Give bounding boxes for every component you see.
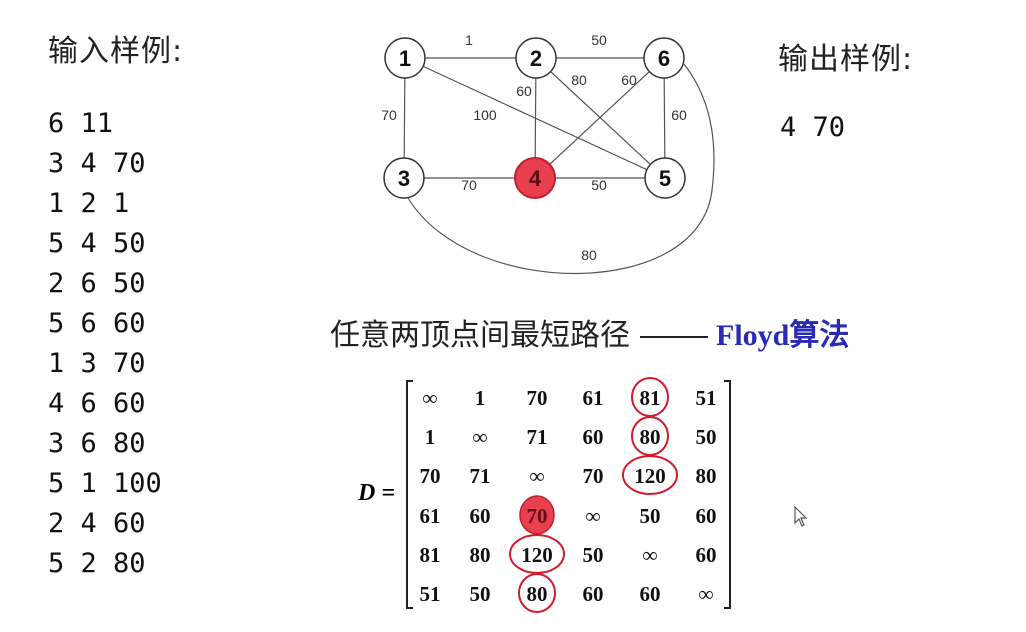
node-circle-3 [383,157,425,199]
matrix-cell: 80 [470,543,491,567]
edge-weight-2-6: 50 [591,32,607,48]
edge-weight-3-4: 70 [461,177,477,193]
matrix-cell: 61 [583,386,604,410]
node-circle-5 [644,157,686,199]
input-line: 3 4 70 [48,148,146,179]
matrix-highlight-circle [518,573,556,613]
matrix-cell: ∞ [423,386,438,410]
edge-weight-2-5: 80 [571,72,587,88]
input-line: 4 6 60 [48,388,146,419]
input-sample-lines: 6 11 3 4 70 1 2 1 5 4 50 2 6 50 5 6 60 1… [48,104,162,584]
node-circle-2 [515,37,557,79]
edge-weight-6-4: 60 [621,72,637,88]
input-sample-title: 输入样例: [48,34,184,69]
node-label-3: 3 [398,166,410,191]
node-6: 6 [643,37,685,79]
subtitle-text: 任意两顶点间最短路径 [330,318,630,353]
matrix-cell: 60 [583,425,604,449]
matrix-left-bracket [406,380,413,609]
graph-nodes: 1 2 6 3 4 5 [383,37,686,199]
input-line: 2 6 50 [48,268,146,299]
output-sample-title: 输出样例: [778,42,914,77]
edge-weight-6-5: 60 [671,107,687,123]
matrix-cell: 50 [583,543,604,567]
graph-edges [403,57,715,275]
algorithm-name: Floyd算法 [716,319,850,352]
matrix-cell: 50 [640,504,661,528]
input-line: 1 2 1 [48,188,130,219]
input-line: 3 6 80 [48,428,146,459]
matrix-cell: 51 [696,386,717,410]
edge-weight-3-6: 80 [581,247,597,263]
input-line: 5 2 80 [48,548,146,579]
output-sample-value: 4 70 [780,112,846,143]
input-line: 1 3 70 [48,348,146,379]
matrix-cell: 50 [470,582,491,606]
edge-weight-1-2: 1 [465,32,473,48]
edge-2-5 [535,57,666,179]
edge-6-4 [534,57,665,179]
input-line: 5 6 60 [48,308,146,339]
matrix-cell: 81 [640,386,661,410]
matrix-label: D = [358,480,396,506]
input-line: 2 4 60 [48,508,146,539]
node-label-2: 2 [530,46,542,71]
input-line: 5 4 50 [48,228,146,259]
matrix-cell: 60 [470,504,491,528]
matrix-cell: 60 [696,504,717,528]
node-circle-1 [384,37,426,79]
input-line: 5 1 100 [48,468,162,499]
matrix-cell: ∞ [699,582,714,606]
matrix-cell: 60 [640,582,661,606]
node-1: 1 [384,37,426,79]
matrix-cell: 70 [420,464,441,488]
matrix-highlight-circle [622,455,678,495]
edge-weight-1-3: 70 [381,107,397,123]
matrix-cell: 71 [470,464,491,488]
matrix-cell: 51 [420,582,441,606]
node-label-4: 4 [529,166,542,191]
matrix-cell: 120 [634,464,666,488]
node-label-6: 6 [658,46,670,71]
matrix-cell: 60 [583,582,604,606]
matrix-cell: 70 [583,464,604,488]
matrix-cell: 80 [640,425,661,449]
mouse-cursor-icon [794,506,808,527]
subtitle-dash [640,335,708,338]
matrix-cell: 1 [425,425,436,449]
matrix-right-bracket [724,380,731,609]
matrix-cell: 70 [527,386,548,410]
edge-weight-2-4: 60 [516,83,532,99]
node-label-5: 5 [659,166,671,191]
matrix-cell: ∞ [473,425,488,449]
input-line: 6 11 [48,108,114,139]
node-circle-6 [643,37,685,79]
matrix-cell: ∞ [586,504,601,528]
slide-subtitle: 任意两顶点间最短路径 Floyd算法 [330,310,849,354]
edge-weight-4-5: 50 [591,177,607,193]
node-5: 5 [644,157,686,199]
matrix-cell: 70 [527,504,548,528]
node-3: 3 [383,157,425,199]
node-circle-4 [514,157,556,199]
matrix-cell: 60 [696,543,717,567]
matrix-cell: 120 [521,543,553,567]
matrix-cell: 71 [527,425,548,449]
edge-3-6 [407,63,715,275]
matrix-cell: 50 [696,425,717,449]
matrix-cell: 1 [475,386,486,410]
node-4: 4 [514,157,556,199]
matrix-cell: 80 [696,464,717,488]
edge-weight-1-5: 100 [473,107,497,123]
matrix-cell: ∞ [530,464,545,488]
node-label-1: 1 [399,46,411,71]
matrix-cell: 61 [420,504,441,528]
node-2: 2 [515,37,557,79]
matrix-cell: ∞ [643,543,658,567]
matrix-cell: 80 [527,582,548,606]
matrix-cell: 81 [420,543,441,567]
